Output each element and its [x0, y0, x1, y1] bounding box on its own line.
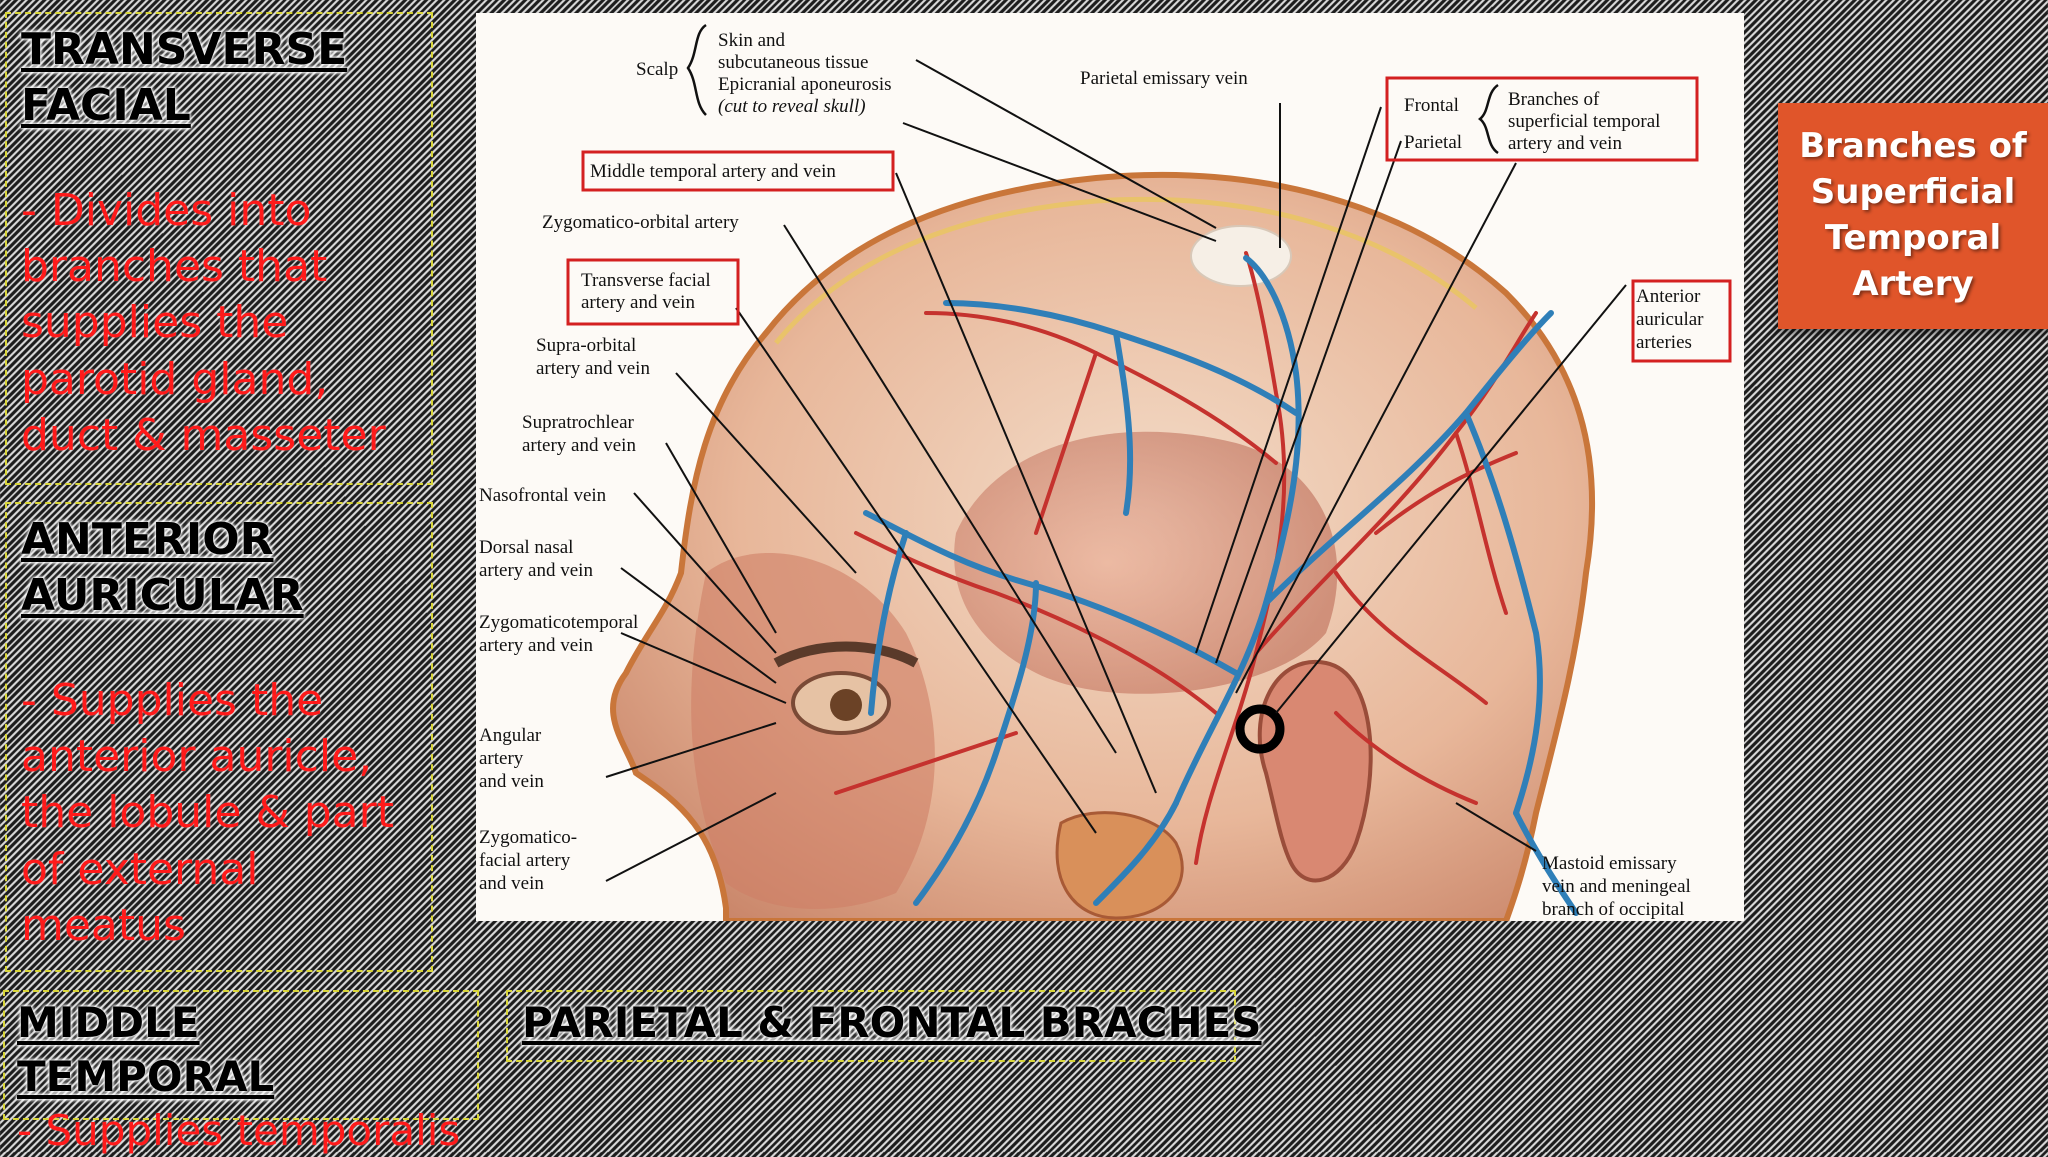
transverse-facial-body: - Divides into branches that supplies th… [21, 183, 417, 465]
callout-text: Branches of Superficial Temporal Artery [1778, 124, 2048, 308]
parietal-frontal-box: PARIETAL & FRONTAL BRACHES [506, 990, 1236, 1062]
head-vasculature-figure: Scalp Skin and subcutaneous tissue Epicr… [476, 13, 1744, 921]
label-anterior-3: arteries [1636, 332, 1692, 353]
label-zygofacial-3: and vein [479, 873, 544, 894]
label-branches-3: artery and vein [1508, 133, 1622, 154]
label-middle-temporal: Middle temporal artery and vein [590, 161, 836, 182]
label-parietal: Parietal [1404, 132, 1462, 153]
label-anterior-2: auricular [1636, 309, 1704, 330]
label-branches-1: Branches of [1508, 89, 1600, 110]
anterior-auricular-box: ANTERIOR AURICULAR - Supplies the anteri… [5, 502, 433, 972]
label-subcutaneous: subcutaneous tissue [718, 52, 868, 73]
anterior-auricular-body: - Supplies the anterior auricle, the lob… [21, 673, 417, 955]
parietal-frontal-heading: PARIETAL & FRONTAL BRACHES [522, 996, 1220, 1050]
label-transverse-1: Transverse facial [581, 270, 711, 291]
label-transverse-2: artery and vein [581, 292, 695, 313]
transverse-facial-heading: TRANSVERSE FACIAL [21, 22, 417, 135]
label-angular-2: artery [479, 748, 524, 769]
label-branches-2: superficial temporal [1508, 111, 1660, 132]
label-dorsal-1: Dorsal nasal [479, 537, 573, 558]
label-zygotemporal-1: Zygomaticotemporal [479, 612, 638, 633]
label-mastoid-3: branch of occipital [1542, 899, 1684, 920]
label-parietal-emissary: Parietal emissary vein [1080, 68, 1248, 89]
middle-temporal-box: MIDDLE TEMPORAL - Supplies temporalis [3, 990, 479, 1120]
label-zygofacial-1: Zygomatico- [479, 827, 577, 848]
head-shape [613, 175, 1592, 921]
label-angular-1: Angular [479, 725, 542, 746]
label-supraorbital-1: Supra-orbital [536, 335, 636, 356]
label-scalp: Scalp [636, 59, 678, 80]
label-mastoid-2: vein and meningeal [1542, 876, 1691, 897]
label-zygofacial-2: facial artery [479, 850, 571, 871]
label-anterior-1: Anterior [1636, 286, 1701, 307]
middle-temporal-body: - Supplies temporalis [17, 1104, 465, 1157]
label-dorsal-2: artery and vein [479, 560, 593, 581]
label-nasofrontal: Nasofrontal vein [479, 485, 607, 506]
label-supratrochlear-1: Supratrochlear [522, 412, 635, 433]
anterior-auricular-heading: ANTERIOR AURICULAR [21, 512, 417, 625]
middle-temporal-heading: MIDDLE TEMPORAL [17, 996, 465, 1104]
transverse-facial-box: TRANSVERSE FACIAL - Divides into branche… [5, 12, 433, 485]
anatomy-illustration: Scalp Skin and subcutaneous tissue Epicr… [476, 13, 1744, 921]
label-zygomatico-orbital: Zygomatico-orbital artery [542, 212, 739, 233]
label-supratrochlear-2: artery and vein [522, 435, 636, 456]
callout-box: Branches of Superficial Temporal Artery [1778, 103, 2048, 329]
label-zygotemporal-2: artery and vein [479, 635, 593, 656]
label-skin: Skin and [718, 30, 786, 51]
label-mastoid-1: Mastoid emissary [1542, 853, 1677, 874]
label-angular-3: and vein [479, 771, 544, 792]
label-supraorbital-2: artery and vein [536, 358, 650, 379]
label-frontal: Frontal [1404, 95, 1459, 116]
label-cut: (cut to reveal skull) [718, 96, 866, 117]
label-epicranial: Epicranial aponeurosis [718, 74, 892, 95]
